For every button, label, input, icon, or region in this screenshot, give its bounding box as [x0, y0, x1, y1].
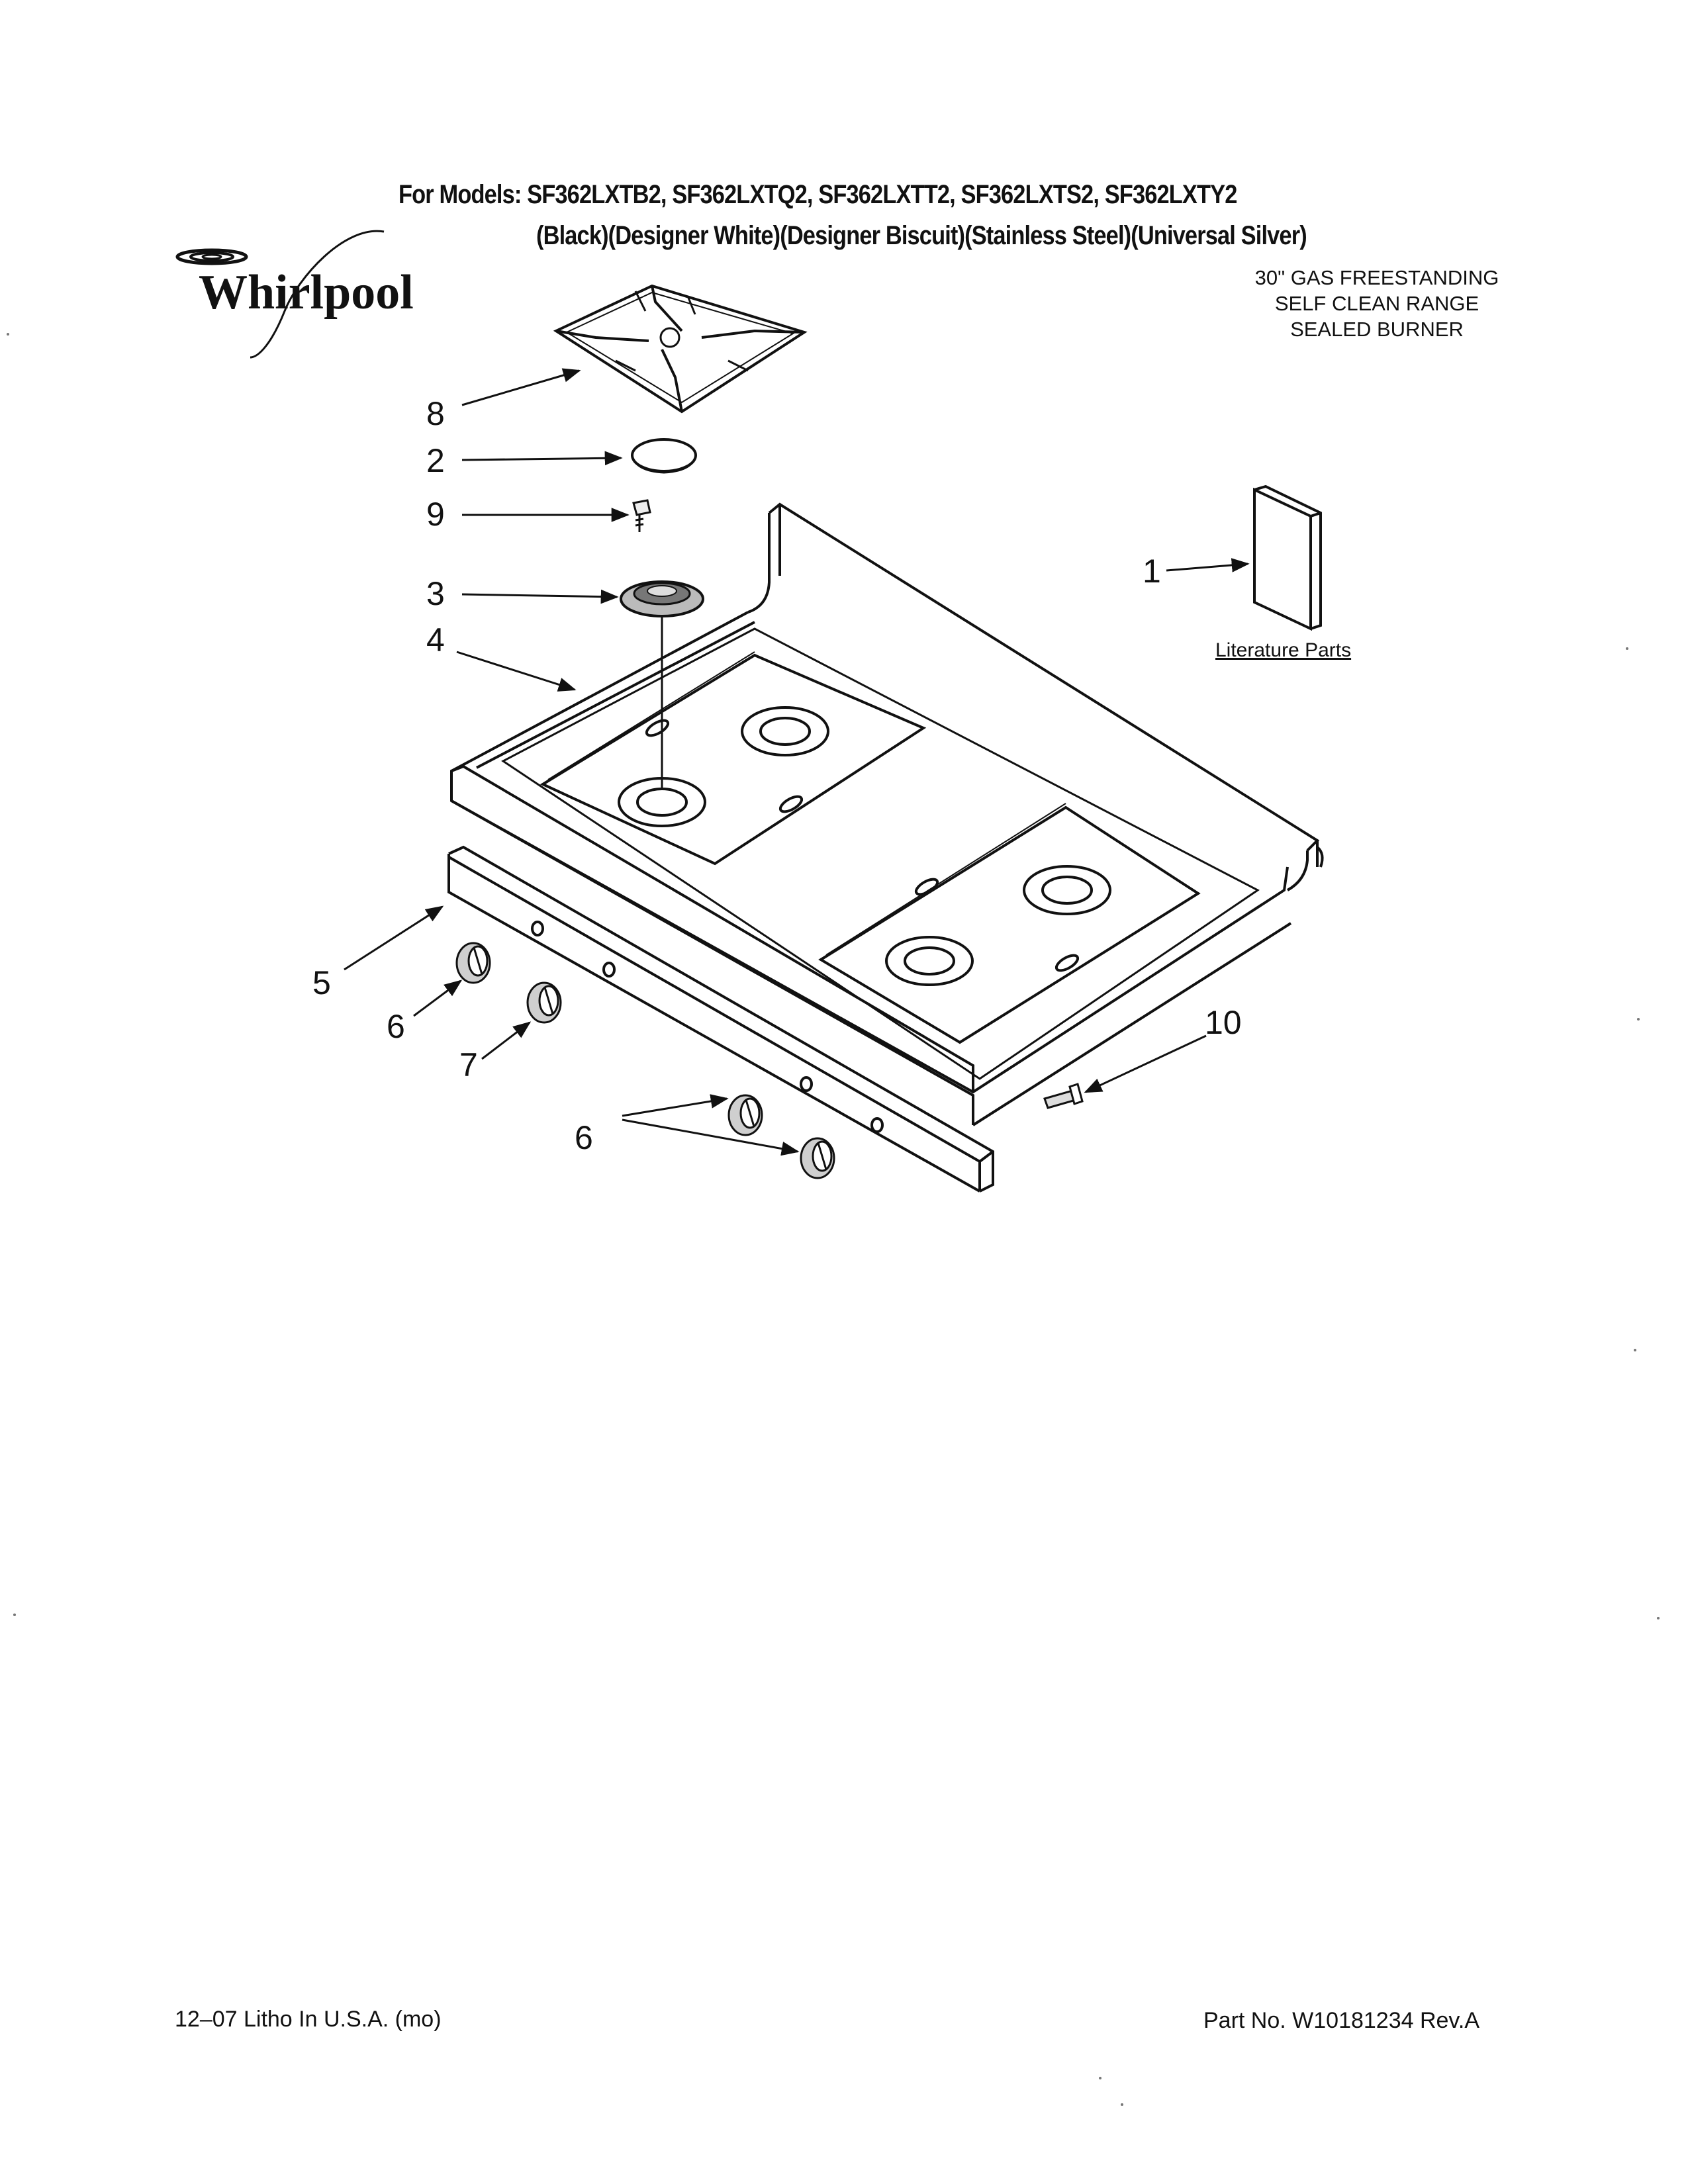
part-number-footer: Part No. W10181234 Rev.A	[1203, 2008, 1480, 2033]
callout-leaders	[344, 368, 1250, 1156]
burner-base	[620, 580, 704, 788]
callout-2: 2	[426, 442, 445, 479]
knob	[455, 942, 491, 984]
callout-10: 10	[1205, 1004, 1242, 1041]
literature-parts-label: Literature Parts	[1215, 639, 1352, 661]
callout-4: 4	[426, 621, 445, 659]
screw	[632, 499, 651, 532]
callout-7: 7	[459, 1046, 478, 1083]
knob	[727, 1094, 763, 1136]
cooktop	[450, 502, 1324, 1126]
callout-8: 8	[426, 395, 445, 432]
product-line-2: SELF CLEAN RANGE	[1274, 292, 1479, 315]
product-line-1: 30" GAS FREESTANDING	[1254, 266, 1499, 289]
colors-line: (Black)(Designer White)(Designer Biscuit…	[536, 221, 1307, 250]
product-line-3: SEALED BURNER	[1290, 318, 1464, 341]
burner-cap	[631, 438, 697, 474]
control-knobs	[455, 942, 835, 1179]
literature-booklet	[1253, 484, 1322, 631]
litho-footer: 12–07 Litho In U.S.A. (mo)	[175, 2007, 442, 2032]
control-panel	[447, 845, 994, 1193]
brand-logo-text: Whirlpool	[199, 265, 414, 320]
callout-5: 5	[312, 964, 331, 1001]
knob	[800, 1137, 835, 1179]
knob	[526, 981, 562, 1024]
callout-6-left: 6	[387, 1008, 405, 1045]
scan-specks	[7, 333, 1660, 2106]
callout-1: 1	[1143, 553, 1161, 590]
callout-3: 3	[426, 575, 445, 612]
panel-screw	[1043, 1083, 1084, 1109]
product-description: 30" GAS FREESTANDING SELF CLEAN RANGE SE…	[1192, 265, 1562, 342]
callout-6-right: 6	[575, 1119, 593, 1156]
whirlpool-logo	[175, 230, 385, 359]
burner-grate	[553, 284, 808, 414]
callout-9: 9	[426, 496, 445, 533]
models-line: For Models: SF362LXTB2, SF362LXTQ2, SF36…	[399, 180, 1237, 209]
